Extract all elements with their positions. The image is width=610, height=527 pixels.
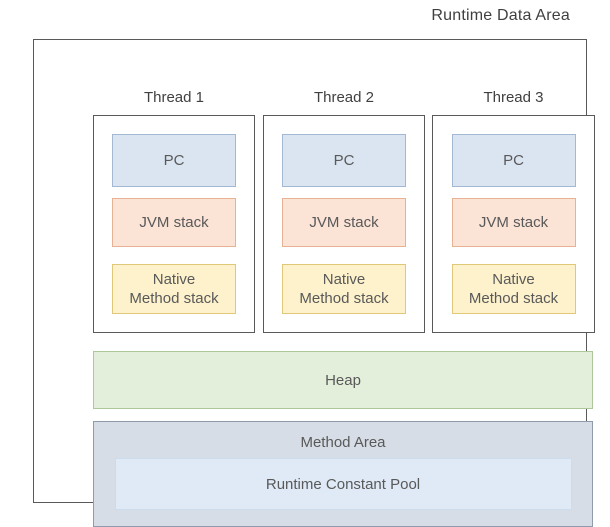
thread-1-jvm-stack-box: JVM stack	[112, 198, 236, 247]
native-method-stack-label-line2: Method stack	[299, 290, 389, 307]
thread-3-box: PC JVM stack Native Method stack	[432, 115, 595, 333]
thread-3-jvm-stack-box: JVM stack	[451, 198, 576, 247]
thread-2-box: PC JVM stack Native Method stack	[263, 115, 425, 333]
runtime-constant-pool-box: Runtime Constant Pool	[114, 458, 572, 510]
thread-1-pc-box: PC	[112, 134, 236, 187]
thread-1-label: Thread 1	[143, 89, 205, 106]
jvm-runtime-data-area-diagram: Runtime Data Area Thread 1 Thread 2 Thre…	[33, 7, 595, 527]
native-method-stack-label-line1: Native	[152, 271, 196, 288]
native-method-stack-label-line1: Native	[322, 271, 366, 288]
jvm-stack-label: JVM stack	[309, 214, 379, 231]
method-area-box: Method Area Runtime Constant Pool	[93, 421, 593, 527]
thread-3-pc-box: PC	[451, 134, 576, 187]
thread-3-native-method-stack-box: Native Method stack	[451, 264, 576, 314]
pc-label: PC	[333, 152, 355, 169]
diagram-title: Runtime Data Area	[431, 7, 570, 24]
pc-label: PC	[163, 152, 185, 169]
native-method-stack-label-line2: Method stack	[129, 290, 219, 307]
runtime-constant-pool-label: Runtime Constant Pool	[265, 475, 421, 493]
method-area-label: Method Area	[300, 434, 386, 451]
jvm-stack-label: JVM stack	[139, 214, 209, 231]
native-method-stack-label-line1: Native	[492, 271, 535, 288]
thread-2-jvm-stack-box: JVM stack	[282, 198, 406, 247]
thread-2-label: Thread 2	[313, 89, 375, 106]
thread-3-label: Thread 3	[483, 89, 544, 106]
native-method-stack-label-line2: Method stack	[468, 290, 559, 307]
pc-label: PC	[503, 152, 524, 169]
thread-1-box: PC JVM stack Native Method stack	[93, 115, 255, 333]
heap-box: Heap	[93, 351, 593, 409]
thread-1-native-method-stack-box: Native Method stack	[112, 264, 236, 314]
heap-label: Heap	[325, 371, 361, 389]
jvm-stack-label: JVM stack	[478, 214, 549, 231]
runtime-data-area-container: Thread 1 Thread 2 Thread 3 PC JVM stack …	[33, 39, 595, 527]
thread-2-native-method-stack-box: Native Method stack	[282, 264, 406, 314]
thread-2-pc-box: PC	[282, 134, 406, 187]
